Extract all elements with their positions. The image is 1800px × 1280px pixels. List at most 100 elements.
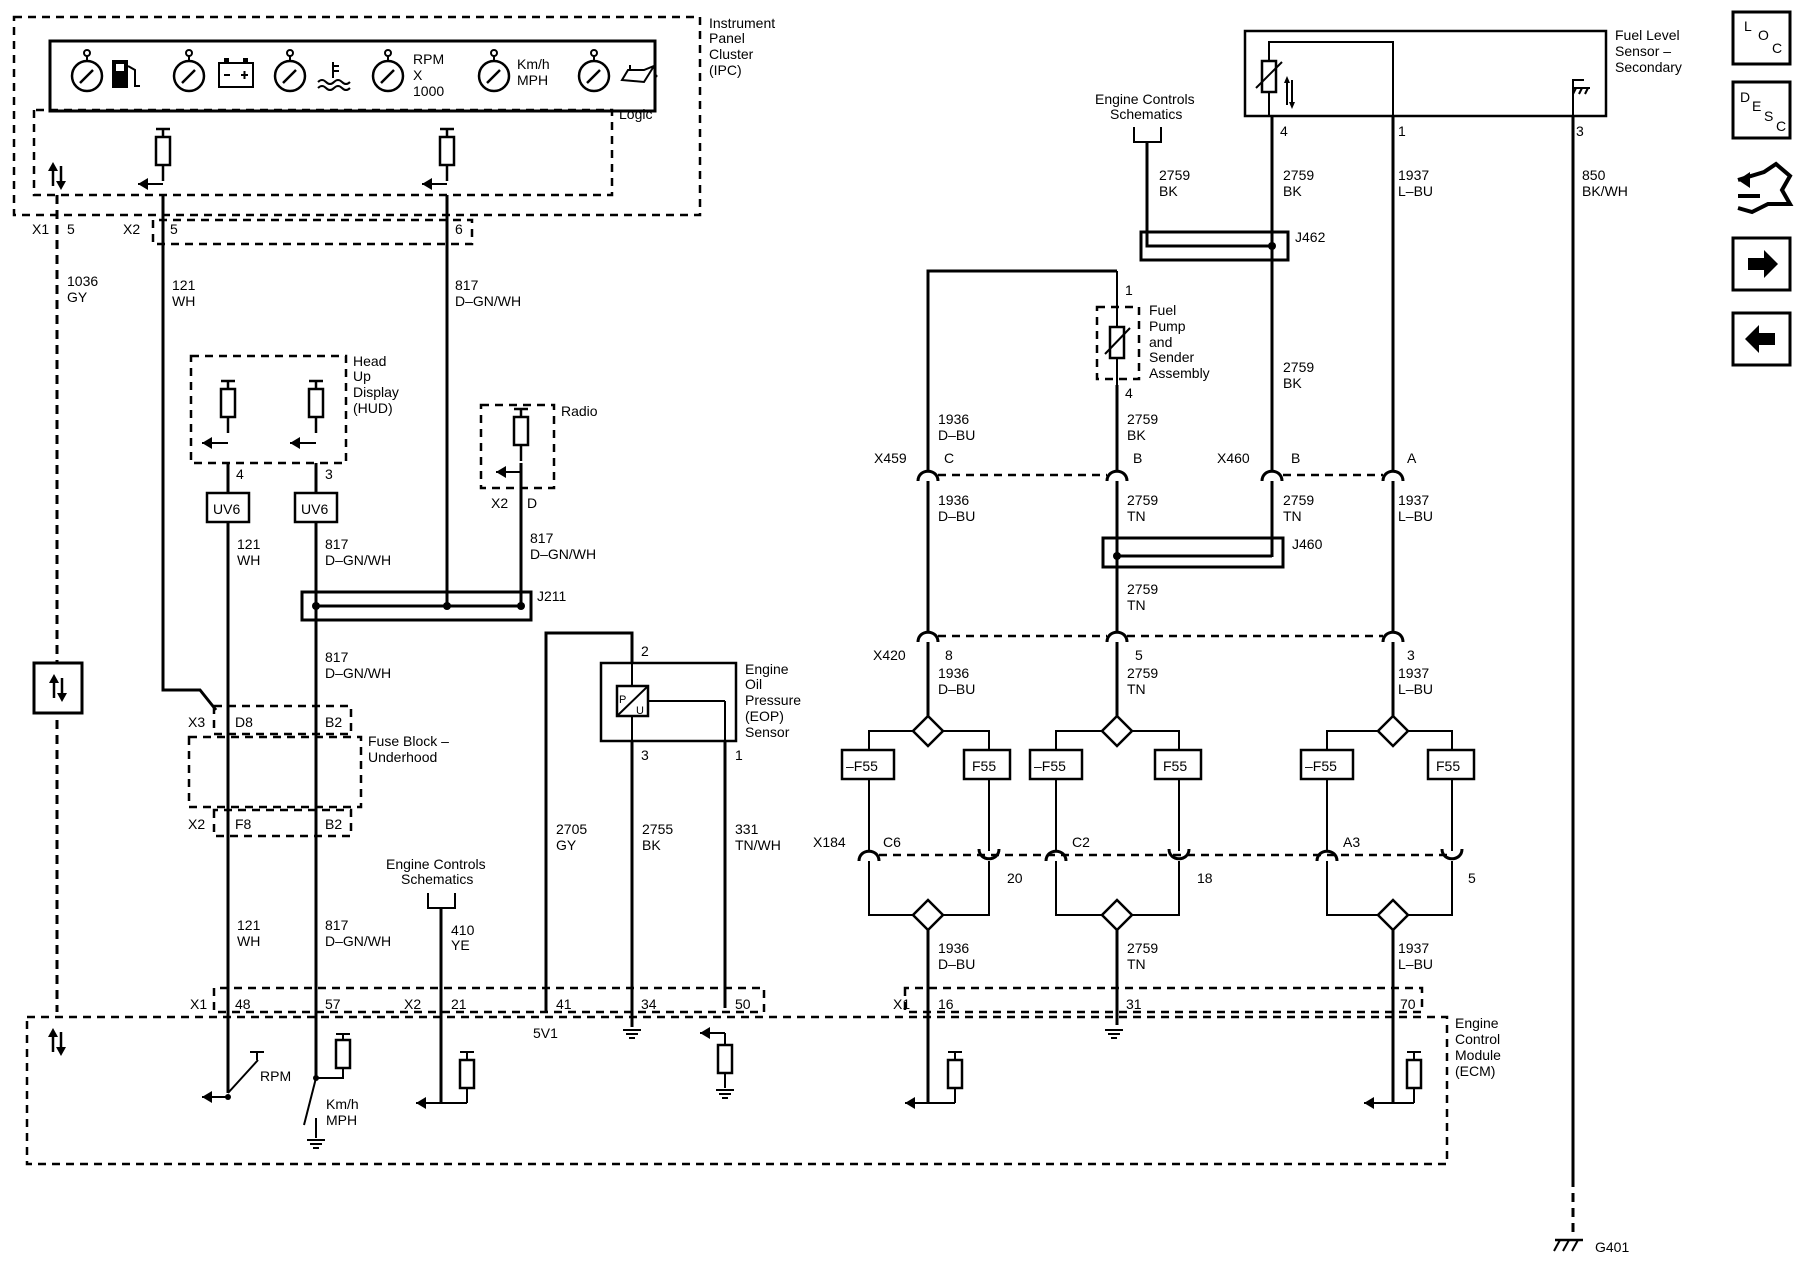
fuel-pump-icon: [112, 60, 140, 88]
connector-x420[interactable]: X420 8 5 3: [873, 630, 1415, 663]
svg-text:UV6: UV6: [301, 501, 328, 517]
pin-label: 6: [455, 221, 463, 237]
svg-text:X2: X2: [404, 996, 421, 1012]
ecm-ground-31: [1104, 1029, 1124, 1039]
instrument-panel-cluster[interactable]: Instrument Panel Cluster (IPC) Logic RPM…: [12, 15, 775, 217]
connector-x460[interactable]: X460 B A: [1217, 450, 1417, 483]
svg-text:MPH: MPH: [326, 1112, 357, 1128]
option-uv6-121[interactable]: UV6: [205, 491, 251, 524]
wire-color: BK: [1283, 375, 1302, 391]
splice-j462[interactable]: J462: [1139, 229, 1326, 262]
splice-label: J211: [537, 588, 567, 604]
circuit-817-dgnwh[interactable]: 817 D–GN/WH 817 D–GN/WH 817 D–GN/WH 817 …: [314, 195, 596, 1078]
oil-can-icon: [620, 63, 658, 84]
oil-pressure-gauge-icon: [577, 48, 611, 93]
connector-view-icon[interactable]: [1737, 161, 1794, 215]
wire-number: 817: [325, 917, 349, 933]
fuel-level-sensor-secondary[interactable]: Fuel Level Sensor – Secondary 4 1 3: [1243, 27, 1682, 139]
option-branch-1936[interactable]: –F55 F55: [840, 714, 1012, 932]
circuit-410-ye[interactable]: 410 YE: [439, 908, 475, 1103]
wire-color: WH: [237, 552, 260, 568]
nav-description-button[interactable]: D E S C: [1731, 80, 1792, 140]
rpm-output-switch: RPM: [202, 1051, 291, 1103]
previous-arrow-icon[interactable]: [1731, 311, 1792, 367]
fuse-connector-x2: X2: [188, 816, 205, 832]
circuit-1036-gy[interactable]: 1036 GY: [32, 195, 98, 1012]
wire-number: 2759: [1127, 940, 1158, 956]
circuit-2759-bk[interactable]: 2759 BK 2759 BK 2759 BK 2759 BK: [1115, 116, 1314, 471]
circuit-1937-lbu[interactable]: 1937 L–BU 1937 L–BU 1937 L–BU 1937 L–BU: [1391, 116, 1433, 1103]
splice-j211[interactable]: J211: [300, 588, 567, 622]
svg-text:F55: F55: [1163, 758, 1187, 774]
radio[interactable]: Radio: [479, 403, 598, 490]
wire-number: 817: [325, 649, 349, 665]
wire-color: BK/WH: [1582, 183, 1628, 199]
svg-text:Pressure: Pressure: [745, 692, 801, 708]
wire-number: 410: [451, 922, 475, 938]
svg-text:Cluster: Cluster: [709, 46, 754, 62]
wire-color: BK: [642, 837, 661, 853]
circuit-2755-bk[interactable]: 2755 BK: [630, 741, 673, 1027]
temperature-gauge-icon: [273, 48, 307, 93]
fuse-block-underhood[interactable]: Fuse Block – Underhood X3 D8 B2 X2 F8 B2: [187, 704, 449, 838]
svg-text:–F55: –F55: [1034, 758, 1066, 774]
circuit-121-wh[interactable]: 121 WH 121 WH 121 WH: [161, 195, 261, 1093]
svg-text:Secondary: Secondary: [1615, 59, 1682, 75]
wire-color: L–BU: [1398, 956, 1433, 972]
circuit-850-bkwh[interactable]: 850 BK/WH: [1571, 116, 1628, 1232]
option-uv6-817[interactable]: UV6: [293, 491, 339, 524]
wire-color: TN: [1127, 681, 1146, 697]
wire-number: 2759: [1283, 492, 1314, 508]
svg-text:O: O: [1758, 27, 1769, 43]
svg-text:X1: X1: [190, 996, 207, 1012]
connector-x459[interactable]: X459 C B: [874, 450, 1142, 483]
ecm-input-331: [700, 1027, 735, 1099]
svg-text:X: X: [413, 67, 423, 83]
svg-text:8: 8: [945, 647, 953, 663]
splice-j460[interactable]: J460: [1101, 536, 1323, 569]
svg-text:Fuel Level: Fuel Level: [1615, 27, 1680, 43]
wire-color: D–BU: [938, 956, 975, 972]
svg-text:57: 57: [325, 996, 341, 1012]
next-arrow-icon[interactable]: [1731, 236, 1792, 292]
wire-color: GY: [556, 837, 577, 853]
engine-oil-pressure-sensor[interactable]: Engine Oil Pressure (EOP) Sensor P U 2 3…: [599, 643, 801, 763]
ground-g401[interactable]: G401: [1553, 1238, 1629, 1255]
option-branch-2759[interactable]: –F55 F55: [1028, 714, 1203, 932]
svg-text:Schematics: Schematics: [1110, 106, 1182, 122]
wire-color: L–BU: [1398, 681, 1433, 697]
wire-number: 2759: [1283, 167, 1314, 183]
pin-label: 4: [1280, 123, 1288, 139]
svg-text:Up: Up: [353, 368, 371, 384]
engine-controls-reference-top[interactable]: Engine Controls Schematics: [1095, 91, 1195, 143]
wire-color: YE: [451, 937, 470, 953]
pin-label: B2: [325, 816, 342, 832]
engine-controls-reference-left[interactable]: Engine Controls Schematics: [386, 856, 486, 909]
ecm-input-1936: [905, 1051, 964, 1109]
pin-label: D8: [235, 714, 253, 730]
svg-text:X420: X420: [873, 647, 906, 663]
ecm-5v-reference: 5V1: [533, 1025, 558, 1041]
ecm-bidirectional-icon: [46, 1026, 68, 1058]
head-up-display[interactable]: Head Up Display (HUD): [189, 353, 399, 465]
wire-color: D–BU: [938, 681, 975, 697]
circuit-2759-tn[interactable]: 2759 TN 2759 TN 2759 TN 2759 TN 2759 TN: [1115, 481, 1314, 1025]
circuit-1936-dbu[interactable]: 1936 D–BU 1936 D–BU 1936 D–BU 1936 D–BU: [926, 269, 1117, 1103]
circuit-331-tnwh[interactable]: 331 TN/WH: [723, 741, 781, 1008]
ipc-connector-x1: X1: [32, 221, 49, 237]
wire-color: BK: [1127, 427, 1146, 443]
option-branch-1937[interactable]: –F55 F55: [1299, 714, 1476, 932]
svg-text:P: P: [619, 694, 626, 706]
ipc-bidirectional-icon: [46, 160, 68, 192]
nav-location-button[interactable]: L O C: [1731, 10, 1792, 66]
wire-color: TN/WH: [735, 837, 781, 853]
connector-x184[interactable]: X184 C6 C2 A3 20 18 5: [813, 834, 1476, 886]
svg-text:5: 5: [1468, 870, 1476, 886]
fuel-pump-sender-assembly[interactable]: Fuel Pump and Sender Assembly 1 4: [1095, 271, 1210, 401]
ipc-driver-x2-5: [154, 127, 172, 183]
engine-control-module[interactable]: Engine Control Module (ECM) RPM Km/h MPH: [25, 1015, 1501, 1166]
pin-label: 3: [1576, 123, 1584, 139]
svg-text:Engine: Engine: [1455, 1015, 1499, 1031]
circuit-2705-gy[interactable]: 2705 GY: [544, 631, 634, 1013]
svg-text:16: 16: [938, 996, 954, 1012]
